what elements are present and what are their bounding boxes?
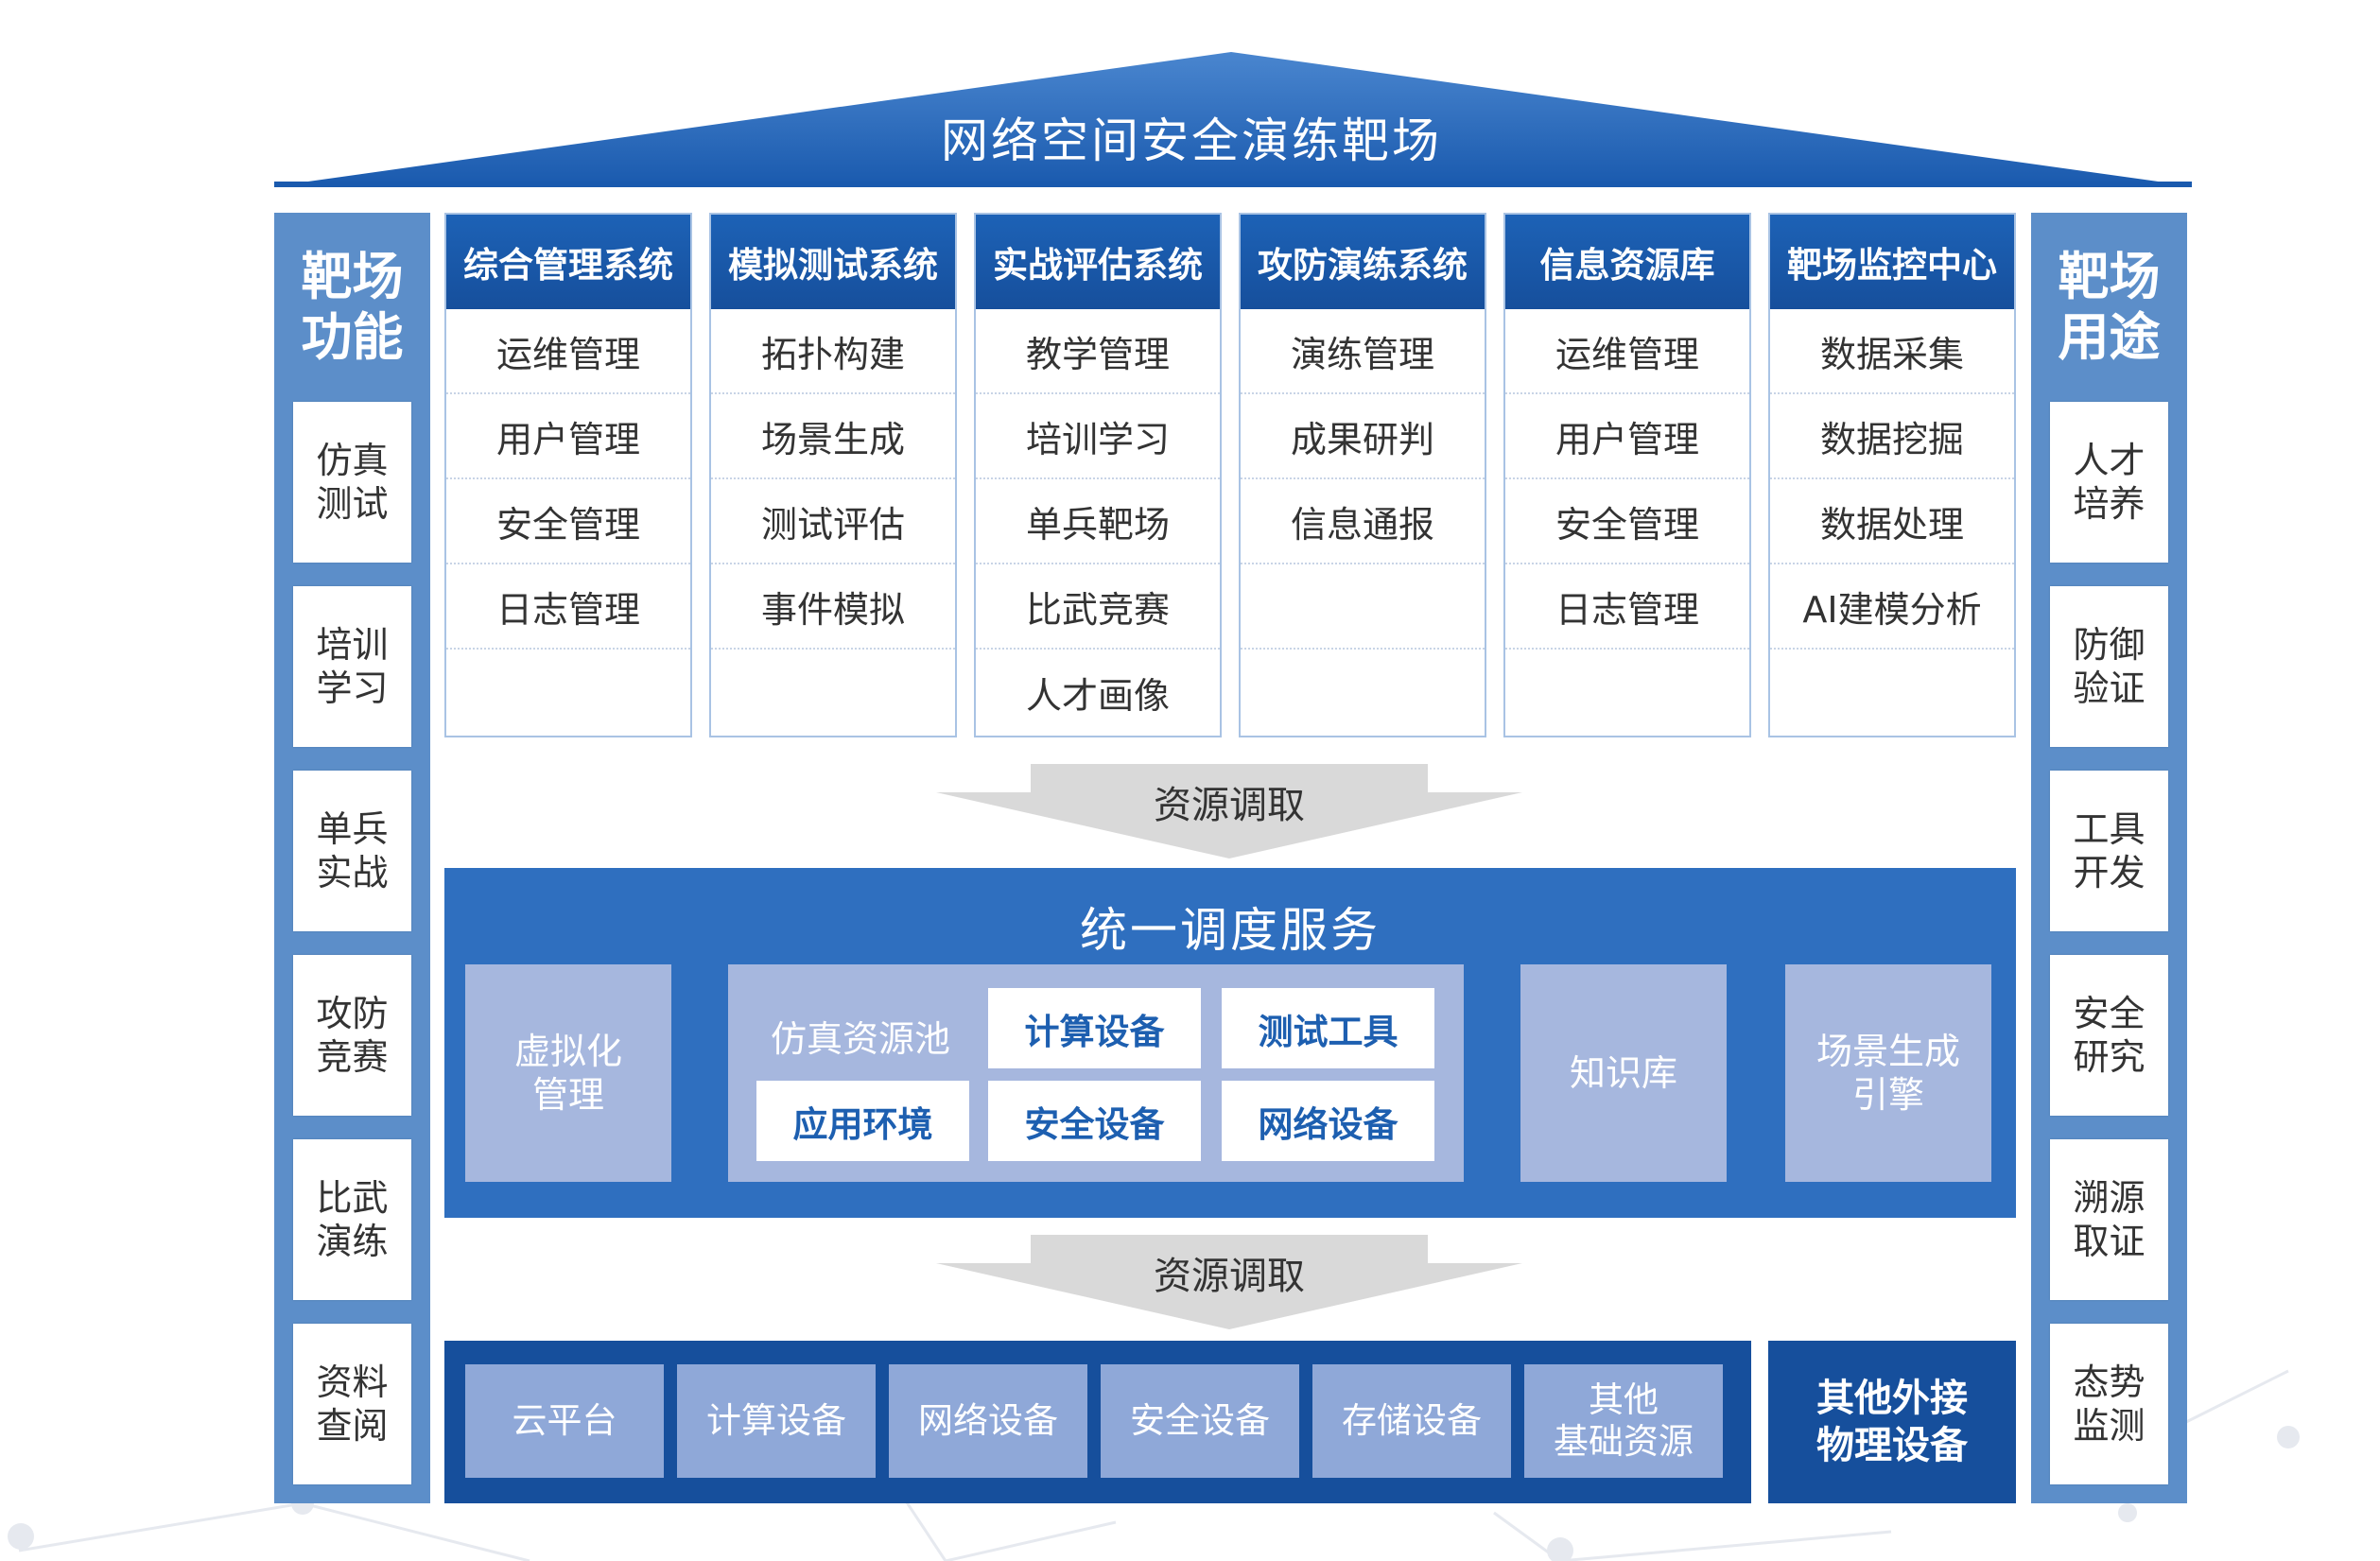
pool-item-security-devices[interactable]: 安全设备	[988, 1081, 1201, 1161]
system-column-6: 靶场监控中心 数据采集 数据挖掘 数据处理 AI建模分析	[1768, 213, 2016, 737]
right-item-forensics[interactable]: 溯源 取证	[2050, 1139, 2168, 1300]
external-physical-devices[interactable]: 其他外接 物理设备	[1768, 1341, 2016, 1503]
system-item[interactable]: 用户管理	[446, 394, 690, 479]
system-item[interactable]: 人才画像	[1025, 674, 1170, 717]
system-column-2: 模拟测试系统 拓扑构建 场景生成 测试评估 事件模拟	[709, 213, 957, 737]
system-item[interactable]: 教学管理	[976, 309, 1220, 394]
resource-arrow-icon	[936, 1235, 1522, 1329]
system-item[interactable]: 日志管理	[1505, 564, 1749, 650]
resource-cloud-platform[interactable]: 云平台	[465, 1364, 664, 1478]
system-item[interactable]: 成果研判	[1241, 394, 1485, 479]
page-title: 网络空间安全演练靶场	[941, 113, 1442, 168]
system-item[interactable]: 演练管理	[1241, 309, 1485, 394]
system-item[interactable]: 信息通报	[1241, 479, 1485, 564]
roof-banner	[274, 52, 2192, 187]
virtualization-management[interactable]: 虚拟化 管理	[465, 964, 671, 1182]
service-title: 统一调度服务	[1080, 903, 1381, 958]
system-title[interactable]: 综合管理系统	[446, 215, 690, 309]
system-item[interactable]: 场景生成	[711, 394, 955, 479]
system-title[interactable]: 靶场监控中心	[1770, 215, 2014, 309]
system-item[interactable]: 运维管理	[1505, 309, 1749, 394]
system-item[interactable]: AI建模分析	[1770, 564, 2014, 650]
system-item[interactable]: 数据处理	[1770, 479, 2014, 564]
left-item-reference[interactable]: 资料 查阅	[293, 1324, 411, 1484]
system-item[interactable]: 运维管理	[446, 309, 690, 394]
system-item[interactable]: 数据挖掘	[1770, 394, 2014, 479]
system-item[interactable]: 用户管理	[1505, 394, 1749, 479]
system-item[interactable]: 培训学习	[976, 394, 1220, 479]
left-column-heading: 靶场 功能	[301, 247, 404, 367]
left-item-attack-defense[interactable]: 攻防 竞赛	[293, 955, 411, 1116]
resource-storage[interactable]: 存储设备	[1312, 1364, 1511, 1478]
right-column-heading: 靶场 用途	[2058, 247, 2161, 367]
system-item[interactable]: 拓扑构建	[711, 309, 955, 394]
pool-item-app-env[interactable]: 应用环境	[756, 1081, 969, 1161]
system-title[interactable]: 模拟测试系统	[711, 215, 955, 309]
left-item-solo-combat[interactable]: 单兵 实战	[293, 771, 411, 931]
pool-label: 仿真资源池	[770, 1017, 950, 1060]
system-column-4: 攻防演练系统 演练管理 成果研判 信息通报	[1239, 213, 1486, 737]
system-item[interactable]: 测试评估	[711, 479, 955, 564]
resource-security[interactable]: 安全设备	[1101, 1364, 1299, 1478]
system-item[interactable]: 事件模拟	[711, 564, 955, 650]
knowledge-base[interactable]: 知识库	[1520, 964, 1727, 1182]
right-item-talent[interactable]: 人才 培养	[2050, 402, 2168, 563]
system-item[interactable]: 比武竞赛	[976, 564, 1220, 650]
right-item-tool-dev[interactable]: 工具 开发	[2050, 771, 2168, 931]
system-item[interactable]: 数据采集	[1770, 309, 2014, 394]
right-item-monitoring[interactable]: 态势 监测	[2050, 1324, 2168, 1484]
left-item-drill[interactable]: 比武 演练	[293, 1139, 411, 1300]
left-item-simulation-test[interactable]: 仿真 测试	[293, 402, 411, 563]
resource-compute[interactable]: 计算设备	[677, 1364, 876, 1478]
resource-call-label: 资源调取	[1154, 1255, 1305, 1298]
system-column-1: 综合管理系统 运维管理 用户管理 安全管理 日志管理	[444, 213, 692, 737]
system-column-5: 信息资源库 运维管理 用户管理 安全管理 日志管理	[1503, 213, 1751, 737]
system-title[interactable]: 实战评估系统	[976, 215, 1220, 309]
right-item-security-research[interactable]: 安全 研究	[2050, 955, 2168, 1116]
system-column-3: 实战评估系统 教学管理 培训学习 单兵靶场 比武竞赛 人才画像	[974, 213, 1222, 737]
resource-network[interactable]: 网络设备	[889, 1364, 1087, 1478]
system-title[interactable]: 攻防演练系统	[1241, 215, 1485, 309]
system-item[interactable]: 安全管理	[446, 479, 690, 564]
system-item	[1241, 564, 1485, 650]
system-item[interactable]: 单兵靶场	[976, 479, 1220, 564]
system-item[interactable]: 安全管理	[1505, 479, 1749, 564]
right-item-defense-verify[interactable]: 防御 验证	[2050, 586, 2168, 747]
pool-item-test-tools[interactable]: 测试工具	[1222, 988, 1434, 1068]
resource-call-label: 资源调取	[1154, 784, 1305, 827]
scenario-generation-engine[interactable]: 场景生成 引擎	[1785, 964, 1991, 1182]
resource-arrow-icon	[936, 764, 1522, 859]
resource-other-base[interactable]: 其他 基础资源	[1524, 1364, 1723, 1478]
system-item[interactable]: 日志管理	[446, 564, 690, 650]
left-item-training[interactable]: 培训 学习	[293, 586, 411, 747]
pool-item-network-devices[interactable]: 网络设备	[1222, 1081, 1434, 1161]
system-title[interactable]: 信息资源库	[1505, 215, 1749, 309]
pool-item-compute[interactable]: 计算设备	[988, 988, 1201, 1068]
